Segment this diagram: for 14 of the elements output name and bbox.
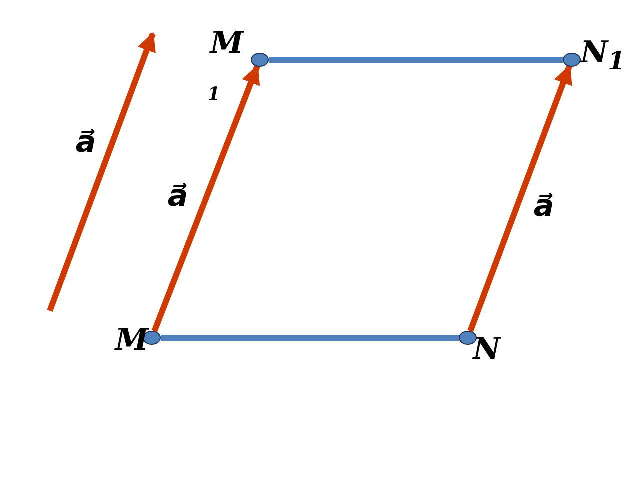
segment-line [269, 57, 563, 63]
vector-label: a⃗ [76, 128, 96, 158]
vector-label: a⃗ [534, 192, 554, 222]
vector-arrow [468, 64, 572, 332]
vector-label: a⃗ [168, 182, 188, 212]
point-label: 1 [208, 86, 220, 104]
segment-line [161, 335, 459, 341]
point-label: N [473, 335, 501, 365]
point-label: N$_{1}$ [580, 38, 626, 74]
vector-arrow [152, 64, 260, 332]
point-label: M [115, 326, 149, 356]
point-label: M [210, 29, 244, 59]
point-marker [251, 53, 269, 67]
point-marker [563, 53, 581, 67]
